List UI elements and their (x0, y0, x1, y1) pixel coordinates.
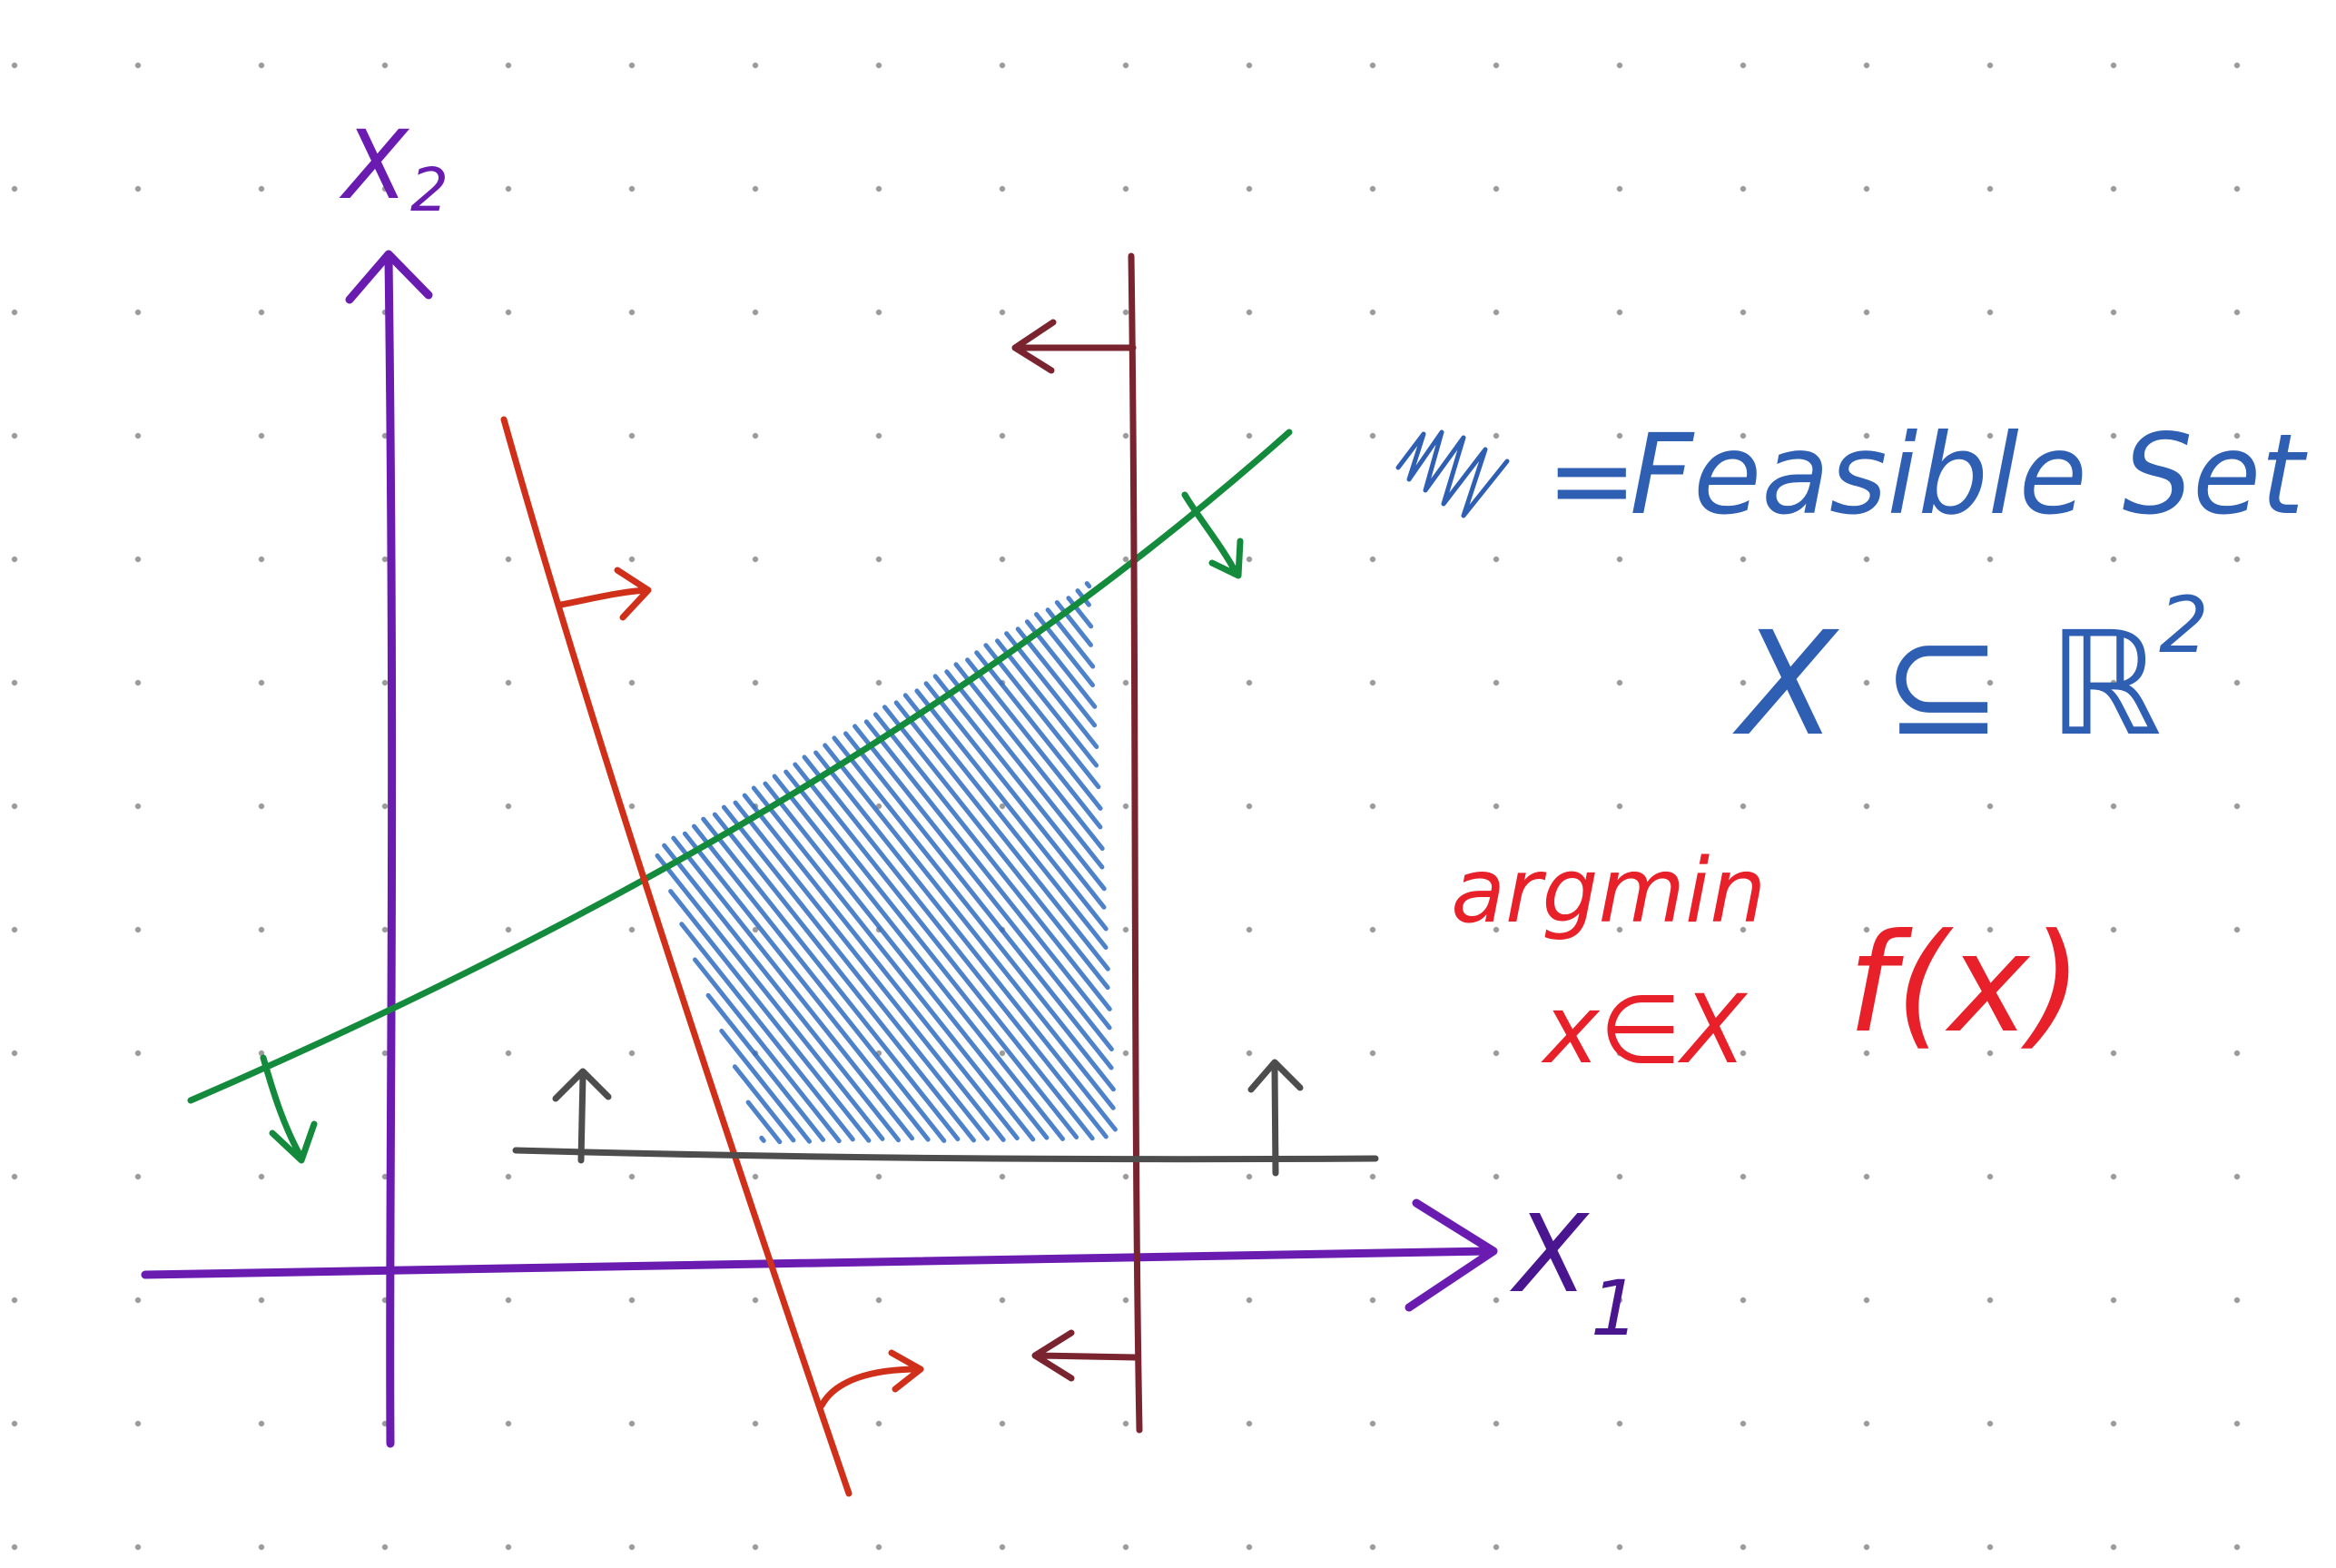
hatch-stroke (902, 693, 1109, 950)
hatch-stroke (944, 669, 1105, 870)
hatch-stroke (693, 957, 842, 1144)
hatch-stroke (813, 750, 1118, 1132)
hatch-stroke (733, 800, 1006, 1142)
x1-axis-arrowhead (1405, 1198, 1498, 1312)
x2-axis (345, 250, 433, 1448)
hatch-stroke (705, 992, 826, 1142)
hatch-stroke (742, 793, 1020, 1141)
maroon-direction-arrow (1011, 319, 1137, 374)
hatch-stroke (983, 643, 1101, 790)
hatch-stroke (872, 712, 1112, 1011)
hatch-stroke (721, 804, 991, 1141)
hatch-stroke (882, 705, 1110, 991)
red-direction-arrow (818, 1349, 924, 1409)
hatch-stroke (745, 1100, 783, 1145)
hatch-stroke (692, 823, 947, 1143)
hatch-stroke (1066, 596, 1094, 629)
set-superscript: 2 (2159, 580, 2209, 671)
hatch-stroke (853, 724, 1114, 1052)
feasible-set-label: Feasible Set (1630, 410, 2308, 539)
feasible-region-hatching (655, 581, 1118, 1145)
objective-function: f(x) (1848, 905, 2083, 1063)
hatch-stroke (655, 853, 885, 1141)
feasible-set-legend-swatch (1395, 429, 1510, 518)
hatch-stroke (914, 688, 1109, 932)
hatch-stroke (712, 812, 976, 1143)
maroon-direction-arrow (1031, 1329, 1138, 1382)
hatch-stroke (751, 785, 1036, 1142)
hatch-stroke (763, 781, 1050, 1140)
gray-constraint-line (512, 1059, 1379, 1177)
x2-axis-arrowhead (345, 250, 433, 304)
hatch-stroke (1004, 631, 1099, 749)
x2-label-subscript: 2 (410, 155, 448, 225)
hatch-stroke (759, 1135, 766, 1143)
hatch-stroke (823, 743, 1116, 1110)
hatch-stroke (671, 835, 915, 1141)
hatch-stroke (802, 754, 1109, 1139)
green-constraint-line (187, 429, 1293, 1164)
hatch-stroke (772, 774, 1065, 1141)
legend-equals-sign: = (1546, 418, 1638, 544)
hatch-stroke (923, 681, 1107, 910)
x1-label-text: X (1509, 1191, 1590, 1317)
hatch-stroke (953, 662, 1105, 852)
maroon-constraint-line (1011, 252, 1143, 1434)
hatch-stroke (668, 889, 872, 1143)
red-direction-arrow (557, 567, 652, 621)
hatch-stroke (679, 922, 855, 1142)
green-direction-arrow (260, 1054, 318, 1164)
hatch-stroke (1015, 626, 1098, 728)
hatch-stroke (863, 719, 1112, 1031)
hatch-stroke (974, 650, 1103, 811)
hatch-stroke (701, 816, 961, 1142)
hatch-stroke (965, 657, 1103, 830)
gray-direction-arrow (1247, 1059, 1304, 1177)
hatch-stroke (732, 1064, 796, 1143)
x2-axis-label: X 2 (339, 110, 448, 225)
hatch-stroke (1084, 581, 1092, 589)
x2-label-text: X (339, 110, 410, 221)
hatch-stroke (793, 762, 1095, 1141)
hatch-stroke (1054, 600, 1093, 647)
hatch-stroke (893, 700, 1110, 971)
x1-label-subscript: 1 (1591, 1264, 1639, 1353)
hatch-stroke (719, 1029, 812, 1144)
hatch-stroke (784, 769, 1079, 1139)
green-direction-arrow (1181, 491, 1244, 579)
set-definition: X ⊆ ℝ (1732, 601, 2162, 768)
x1-axis-label: X 1 (1509, 1191, 1639, 1353)
hatch-stroke (662, 843, 901, 1143)
argmin-operator: argmin (1451, 840, 1766, 943)
argmin-subscript: x∈X (1541, 974, 1749, 1085)
hatch-stroke (682, 831, 931, 1142)
hatch-stroke (932, 674, 1107, 892)
red-constraint-line (500, 416, 924, 1497)
hatch-stroke (843, 731, 1114, 1070)
gray-direction-arrow (552, 1068, 612, 1164)
hatch-stroke (832, 735, 1116, 1092)
x1-axis (141, 1198, 1498, 1312)
hatch-stroke (995, 638, 1099, 768)
